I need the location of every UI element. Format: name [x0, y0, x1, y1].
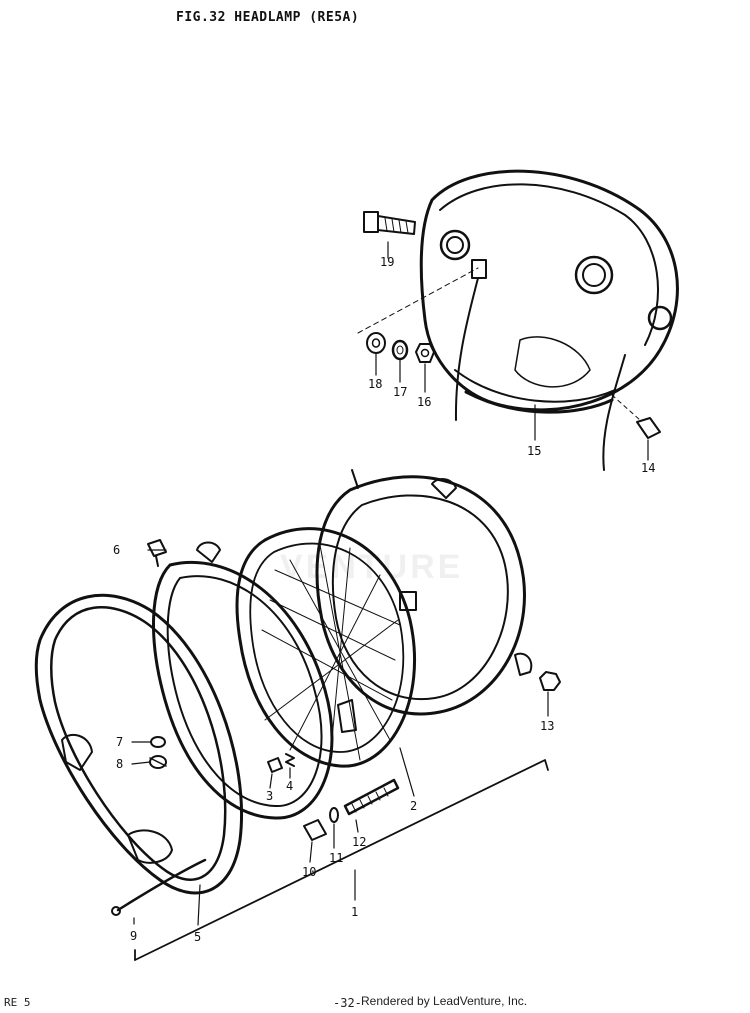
callout-2: 2 — [410, 799, 417, 813]
footer-rendered-by: Rendered by LeadVenture, Inc. — [361, 994, 528, 1008]
callout-8: 8 — [116, 757, 123, 771]
callout-17: 17 — [393, 385, 407, 399]
callout-7: 7 — [116, 735, 123, 749]
nut-8 — [149, 755, 167, 769]
callout-12: 12 — [352, 835, 366, 849]
group-bracket-1 — [134, 759, 549, 961]
bolt-19 — [363, 211, 416, 235]
bushing-10 — [303, 819, 327, 841]
adjusting-screw-12 — [343, 778, 400, 816]
figure-title: FIG.32 HEADLAMP (RE5A) — [176, 10, 360, 25]
callout-13: 13 — [540, 719, 554, 733]
callout-11: 11 — [329, 851, 343, 865]
inner-ring — [152, 541, 357, 820]
leader-dashed-19 — [357, 267, 479, 334]
headlamp-rim — [315, 469, 533, 716]
callout-3: 3 — [266, 789, 273, 803]
headlamp-housing — [419, 169, 679, 471]
footer-page-number: -32- — [333, 996, 362, 1010]
washer-11 — [329, 807, 339, 823]
nut-7 — [150, 736, 166, 748]
nut-16 — [415, 343, 435, 363]
spring-4 — [285, 753, 295, 767]
callout-9: 9 — [130, 929, 137, 943]
screw-6 — [147, 539, 167, 567]
callout-10: 10 — [302, 865, 316, 879]
washer-18 — [366, 332, 386, 354]
lock-washer-17 — [391, 339, 409, 361]
callout-1: 1 — [351, 905, 358, 919]
callout-14: 14 — [641, 461, 655, 475]
screw-14 — [611, 394, 661, 439]
callout-15: 15 — [527, 444, 541, 458]
callout-5: 5 — [194, 930, 201, 944]
callout-6: 6 — [113, 543, 120, 557]
leader-lines — [131, 241, 649, 926]
nut-13 — [539, 671, 561, 691]
screw-3 — [267, 757, 283, 773]
outer-rim — [34, 593, 244, 895]
wire-9 — [111, 858, 207, 916]
callout-19: 19 — [380, 255, 394, 269]
callout-18: 18 — [368, 377, 382, 391]
sealed-beam-unit — [235, 527, 417, 768]
footer-model: RE 5 — [4, 996, 31, 1009]
callout-16: 16 — [417, 395, 431, 409]
callout-4: 4 — [286, 779, 293, 793]
